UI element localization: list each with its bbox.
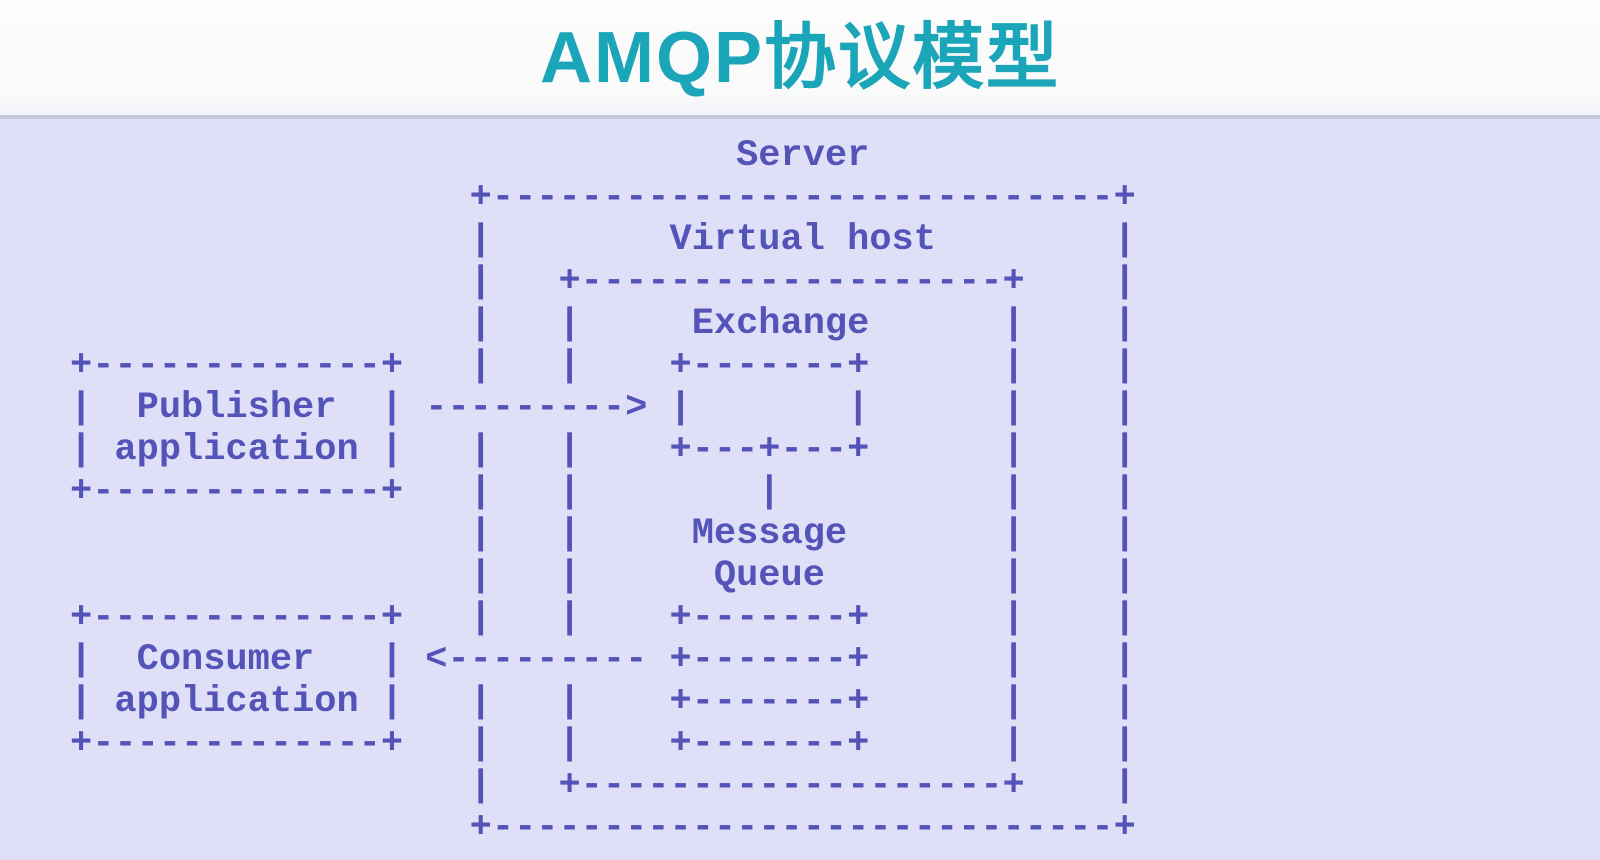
title-bar: AMQP协议模型 [0, 0, 1600, 119]
amqp-ascii-diagram: Server +----------------------------+ | … [70, 135, 1136, 849]
amqp-diagram-panel: Server +----------------------------+ | … [0, 119, 1600, 856]
page-title: AMQP协议模型 [539, 17, 1060, 98]
